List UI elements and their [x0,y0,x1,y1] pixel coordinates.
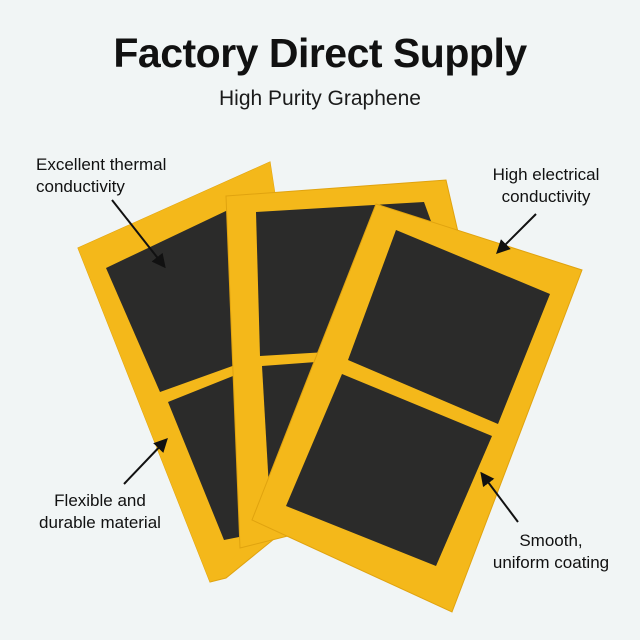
callout-text: High electrical [492,165,600,184]
arrow-electrical [496,213,537,254]
graphene-sheet-right [251,203,583,613]
callout-thermal: Excellent thermal conductivity [36,154,166,198]
arrow-flexible [123,437,168,485]
arrow-thermal [111,199,166,269]
callout-text: Flexible and [54,491,146,510]
callout-text: uniform coating [492,553,610,572]
callout-text: durable material [39,513,161,532]
page-subtitle: High Purity Graphene [219,87,421,110]
callout-electrical: High electrical conductivity [480,164,612,208]
callout-text: conductivity [36,177,125,196]
callout-text: Smooth, [519,531,583,550]
callout-text: Excellent thermal [36,155,167,174]
callout-coating: Smooth, uniform coating [478,530,624,574]
page-title: Factory Direct Supply [113,30,527,76]
callout-text: conductivity [501,187,591,206]
callout-flexible: Flexible and durable material [30,490,170,534]
arrow-coating [480,471,519,523]
